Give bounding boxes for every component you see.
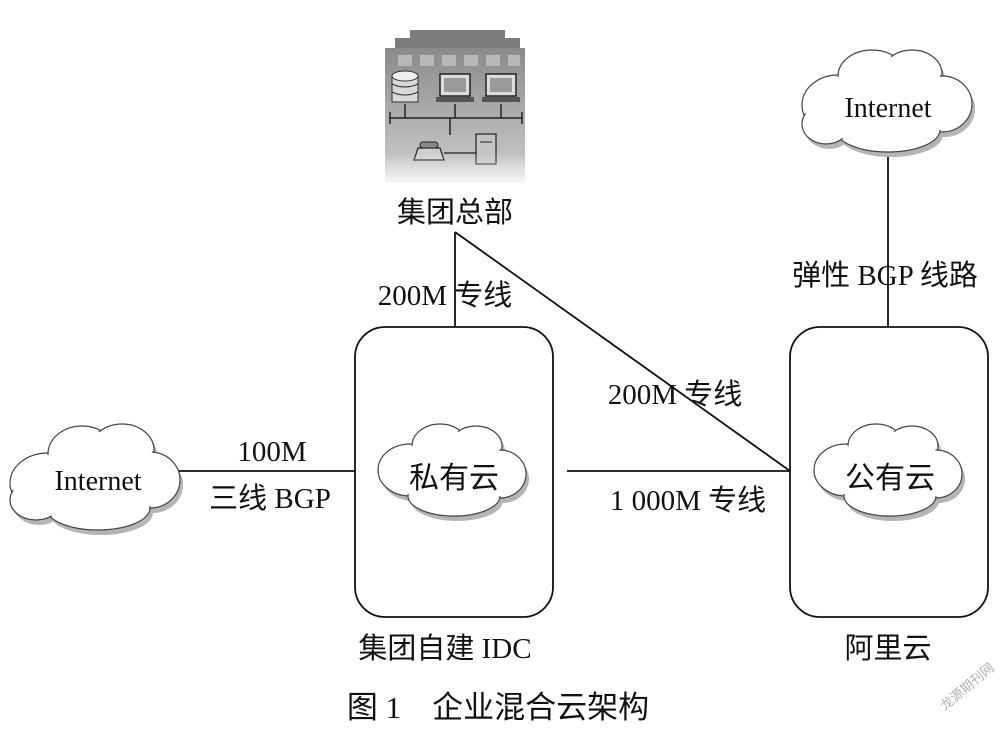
private-cloud-icon: [377, 423, 529, 521]
internet-left-cloud: [9, 423, 183, 535]
internet-aliyun-link-label: 弹性 BGP 线路: [792, 259, 978, 292]
internet-right-label: Internet: [844, 93, 931, 124]
public-cloud-icon: [813, 423, 965, 521]
computer-icon: [436, 73, 474, 102]
private-cloud-label: 私有云: [409, 462, 499, 495]
hq-label: 集团总部: [397, 196, 513, 229]
hq-idc-link-label: 200M 专线: [378, 279, 513, 312]
database-icon: [391, 70, 419, 103]
connection-lines: [172, 148, 889, 472]
aliyun-label: 阿里云: [844, 633, 931, 665]
internet-idc-link-speed: 100M: [237, 436, 306, 468]
figure-caption: 图 1 企业混合云架构: [347, 690, 649, 725]
idc-label: 集团自建 IDC: [358, 632, 531, 665]
public-cloud-label: 公有云: [845, 462, 935, 495]
hq-aliyun-link-label: 200M 专线: [608, 378, 743, 411]
computer-icon: [482, 73, 520, 102]
line-hq-aliyun: [454, 231, 791, 472]
internet-idc-link-type: 三线 BGP: [209, 482, 331, 515]
watermark: 龙源期刊网: [937, 660, 996, 713]
idc-aliyun-link-label: 1 000M 专线: [610, 484, 766, 517]
internet-left-label: Internet: [54, 466, 141, 497]
hq-building-icon: [380, 30, 530, 190]
internet-right-cloud: [801, 49, 975, 157]
